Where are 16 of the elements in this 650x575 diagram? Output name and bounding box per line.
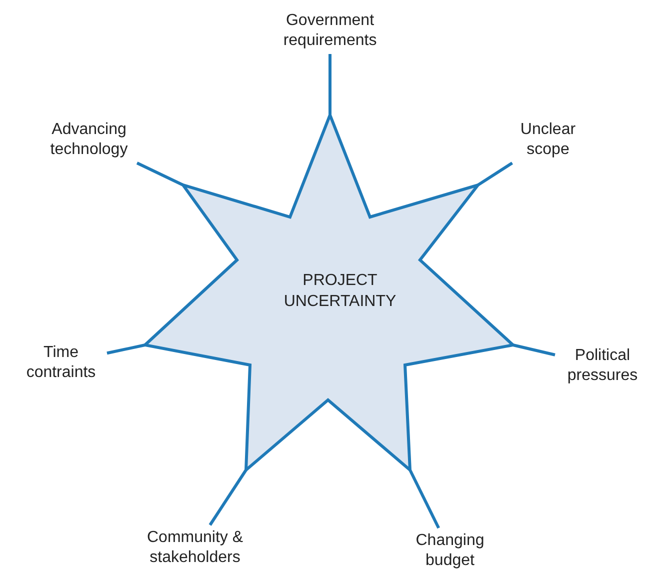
connector-line	[408, 469, 440, 529]
connector-line	[208, 469, 248, 526]
factor-label: Unclear scope	[505, 117, 591, 163]
factor-label: Political pressures	[555, 343, 650, 389]
connector-line	[328, 54, 332, 115]
factor-label: Time contraints	[15, 340, 107, 386]
connector-line	[136, 162, 184, 186]
factor-label: Changing budget	[405, 528, 495, 574]
connector-line	[106, 344, 146, 355]
star-shape	[143, 113, 515, 473]
center-label: PROJECT UNCERTAINTY	[282, 271, 398, 312]
factor-label: Government requirements	[250, 8, 410, 54]
factor-label: Community & stakeholders	[120, 525, 270, 571]
factor-label: Advancing technology	[25, 117, 153, 163]
connector-line	[477, 162, 514, 186]
connector-line	[512, 344, 556, 356]
